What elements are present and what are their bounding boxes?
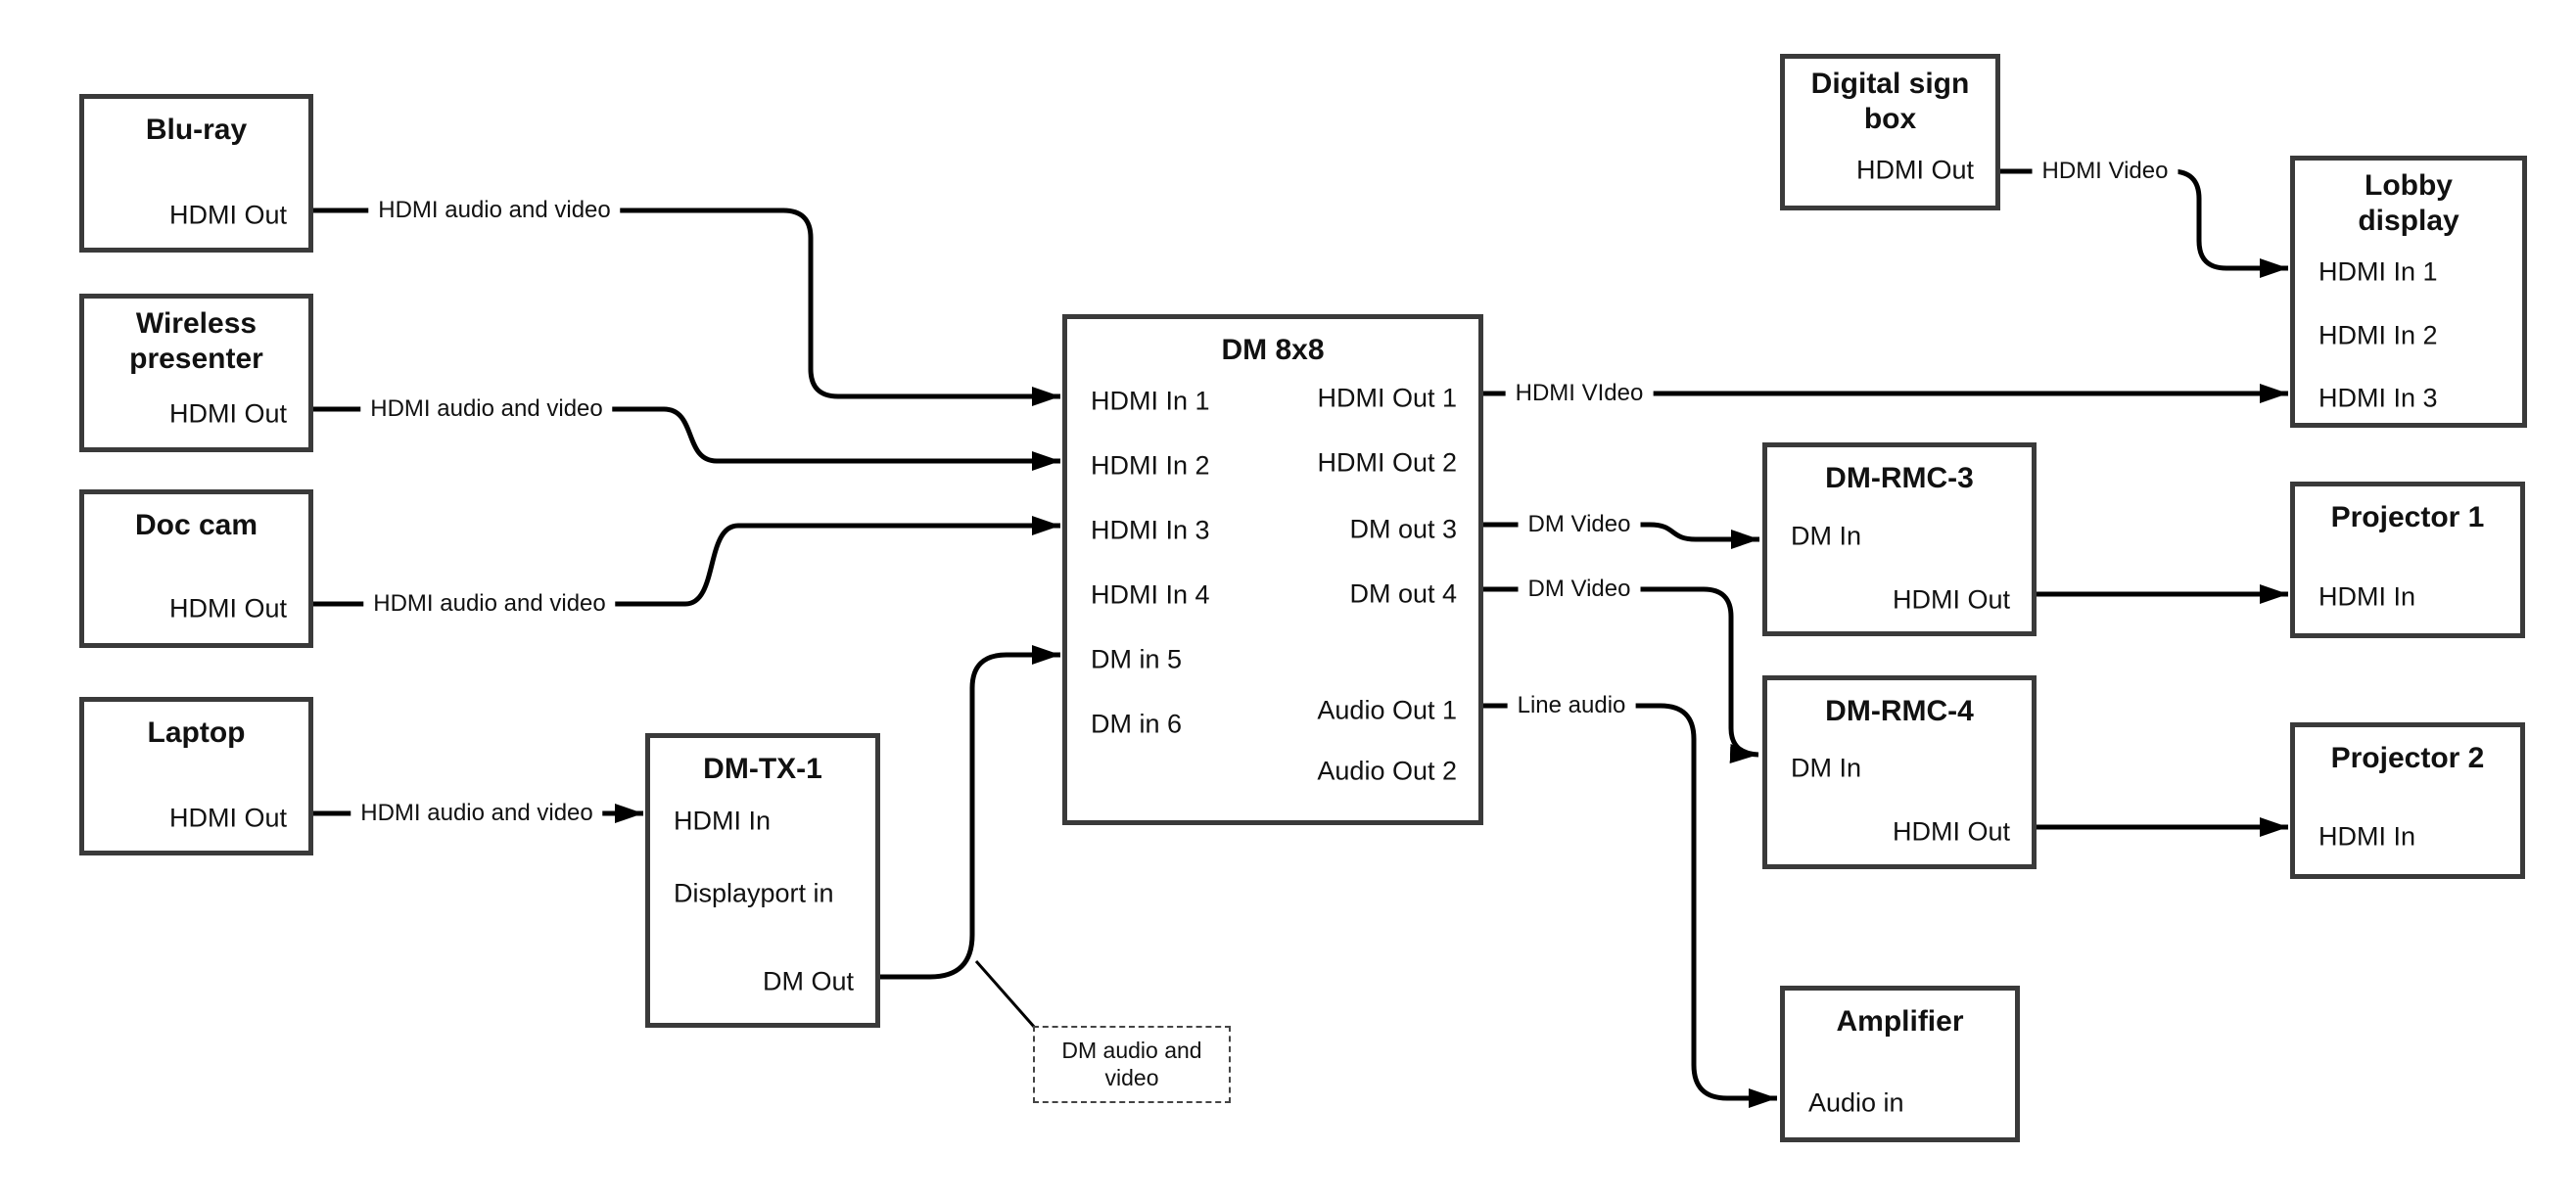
wire-label-doccam-hdmi-av: HDMI audio and video — [363, 589, 616, 619]
node-lobby-display: Lobby display HDMI In 1 HDMI In 2 HDMI I… — [2290, 156, 2527, 428]
wire-wireless-to-dm8x8-in2 — [313, 406, 1060, 471]
port-hdmi-out: HDMI Out — [168, 200, 287, 230]
port-hdmi-in-2: HDMI In 2 — [2318, 320, 2438, 350]
node-title: DM-RMC-3 — [1825, 462, 1974, 494]
node-title: Wireless presenter — [129, 307, 263, 375]
port-hdmi-in-3: HDMI In 3 — [1091, 515, 1210, 545]
wire-dmtx1-to-dm8x8-in5 — [880, 645, 1060, 980]
port-hdmi-in-4: HDMI In 4 — [1091, 579, 1210, 610]
node-dm-rmc-4: DM-RMC-4 DM In HDMI Out — [1762, 675, 2037, 869]
port-dm-in-5: DM in 5 — [1091, 644, 1183, 674]
node-dm-rmc-3: DM-RMC-3 DM In HDMI Out — [1762, 442, 2037, 636]
port-audio-out-1: Audio Out 1 — [1317, 695, 1457, 725]
node-title: Lobby display — [2358, 169, 2459, 237]
port-dm-in-6: DM in 6 — [1091, 709, 1183, 739]
port-hdmi-out-2: HDMI Out 2 — [1317, 447, 1457, 478]
port-hdmi-in-1: HDMI In 1 — [2318, 256, 2438, 287]
node-title: Projector 2 — [2330, 742, 2485, 774]
wire-label-dm-video-4: DM Video — [1518, 575, 1641, 604]
wire-bluray-to-dm8x8-in1 — [313, 208, 1060, 406]
port-hdmi-out: HDMI Out — [1892, 584, 2010, 615]
wire-label-wireless-hdmi-av: HDMI audio and video — [360, 394, 613, 424]
node-title: Projector 1 — [2330, 501, 2485, 533]
node-title: DM 8x8 — [1221, 334, 1325, 366]
port-hdmi-out: HDMI Out — [168, 398, 287, 429]
port-hdmi-in-2: HDMI In 2 — [1091, 450, 1210, 481]
node-title: Laptop — [147, 716, 246, 749]
port-dm-in: DM In — [1791, 521, 1862, 551]
port-dm-out: DM Out — [762, 966, 854, 996]
port-hdmi-in: HDMI In — [2318, 821, 2416, 852]
node-dm-tx-1: DM-TX-1 HDMI In Displayport in DM Out — [645, 733, 880, 1028]
callout-leader-line — [974, 960, 1037, 1029]
node-title: Amplifier — [1836, 1005, 1964, 1038]
port-hdmi-out-1: HDMI Out 1 — [1317, 383, 1457, 413]
port-hdmi-in: HDMI In — [674, 806, 772, 836]
port-hdmi-in-3: HDMI In 3 — [2318, 383, 2438, 413]
node-title: DM-TX-1 — [703, 753, 822, 785]
port-hdmi-in: HDMI In — [2318, 581, 2416, 612]
node-digital-sign-box: Digital sign box HDMI Out — [1780, 54, 2000, 210]
wire-dm8x8-out4-to-dmrmc4 — [1483, 586, 1759, 763]
node-title: Digital sign box — [1810, 68, 1970, 135]
port-hdmi-out: HDMI Out — [1855, 155, 1974, 185]
port-hdmi-out: HDMI Out — [168, 593, 287, 624]
callout-dm-audio-video: DM audio and video — [1033, 1026, 1231, 1103]
node-laptop: Laptop HDMI Out — [79, 697, 313, 855]
port-displayport-in: Displayport in — [674, 878, 834, 908]
wire-label-laptop-hdmi-av: HDMI audio and video — [351, 799, 603, 828]
wire-label-line-audio: Line audio — [1507, 691, 1636, 720]
node-wireless-presenter: Wireless presenter HDMI Out — [79, 294, 313, 452]
wire-doccam-to-dm8x8-in3 — [313, 516, 1060, 607]
port-hdmi-out: HDMI Out — [168, 803, 287, 833]
node-bluray: Blu-ray HDMI Out — [79, 94, 313, 253]
wire-dm8x8-aout1-to-amp — [1483, 703, 1777, 1108]
port-dm-in: DM In — [1791, 753, 1862, 783]
wire-dm8x8-out3-to-dmrmc3 — [1483, 522, 1759, 549]
wire-label-bluray-hdmi-av: HDMI audio and video — [368, 196, 621, 225]
node-doc-cam: Doc cam HDMI Out — [79, 489, 313, 648]
node-title: DM-RMC-4 — [1825, 695, 1974, 727]
node-projector-2: Projector 2 HDMI In — [2290, 722, 2525, 879]
wire-label-hdmi-video-main: HDMI VIdeo — [1505, 379, 1654, 408]
node-dm-8x8: DM 8x8 HDMI In 1 HDMI In 2 HDMI In 3 HDM… — [1062, 314, 1483, 825]
port-hdmi-in-1: HDMI In 1 — [1091, 386, 1210, 416]
port-hdmi-out: HDMI Out — [1892, 816, 2010, 847]
node-projector-1: Projector 1 HDMI In — [2290, 482, 2525, 638]
port-dm-out-4: DM out 4 — [1349, 578, 1457, 609]
wire-label-hdmi-video-sign: HDMI Video — [2032, 157, 2178, 186]
node-title: Blu-ray — [145, 114, 248, 146]
port-audio-out-2: Audio Out 2 — [1317, 756, 1457, 786]
port-audio-in: Audio in — [1808, 1087, 1904, 1118]
node-title: Doc cam — [134, 509, 258, 541]
node-amplifier: Amplifier Audio in — [1780, 986, 2020, 1142]
wire-label-dm-video-3: DM Video — [1518, 510, 1641, 539]
wire-digitalsign-to-lobby-in1 — [2000, 168, 2288, 278]
port-dm-out-3: DM out 3 — [1349, 514, 1457, 544]
